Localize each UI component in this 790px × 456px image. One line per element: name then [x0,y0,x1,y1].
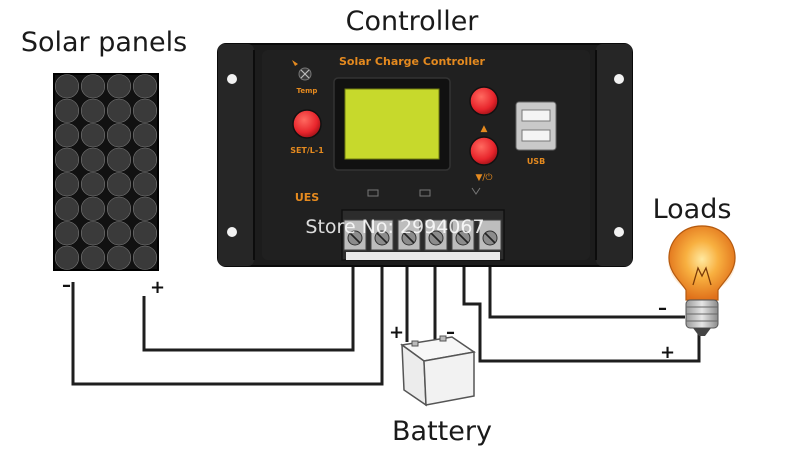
solar-cell [132,221,158,246]
loads-label: Loads [653,194,732,225]
wire-solar-positive [142,266,355,352]
solar-cell [132,245,158,270]
terminal-screw [424,219,448,251]
battery-plus-label: + [389,322,404,343]
solar-cell [80,172,106,197]
wire-load-negative [488,266,685,319]
battery-minus-label: – [446,322,455,343]
charge-controller: Solar Charge Controller Temp SET/L-1 ▲ ▼… [217,43,633,267]
solar-minus-label: – [62,275,71,296]
thermometer-icon [292,60,312,81]
terminal-screws [343,219,502,251]
wire-load-positive [462,266,701,363]
solar-cell [106,196,132,221]
solar-cell [80,196,106,221]
usb-port-icon [515,101,557,151]
solar-cell [54,98,80,123]
solar-cell [80,123,106,148]
light-bulb-icon [668,225,736,336]
lcd-screen [344,88,440,160]
controller-label: Controller [346,6,480,37]
up-button-label: ▲ [481,124,488,134]
up-button[interactable] [469,86,499,116]
terminal-symbols [367,187,481,197]
terminal-screw [451,219,475,251]
terminal-screw [370,219,394,251]
terminal-screw [478,219,502,251]
load-plus-label: + [660,342,675,363]
solar-cell [106,74,132,99]
solar-cell [80,74,106,99]
solar-cell [80,147,106,172]
store-watermark: Store No: 2994067 [305,216,484,238]
temp-label: Temp [297,87,318,95]
solar-cell [132,172,158,197]
solar-cell [106,221,132,246]
solar-cell [54,147,80,172]
battery-label: Battery [392,416,492,447]
set-button[interactable] [292,109,322,139]
set-button-label: SET/L-1 [290,146,324,155]
terminal-screw [397,219,421,251]
wiring [71,266,701,386]
solar-cell [80,221,106,246]
solar-cell [54,74,80,99]
controller-title: Solar Charge Controller [339,55,486,68]
load-minus-label: – [658,298,667,319]
terminal-block [341,209,505,261]
solar-cell [54,196,80,221]
solar-cell [132,98,158,123]
solar-cells [54,74,158,270]
solar-cell [54,221,80,246]
solar-cell [54,245,80,270]
mount-hole [614,74,624,84]
solar-panels-label: Solar panels [21,27,187,58]
solar-cell [106,245,132,270]
solar-cell [132,147,158,172]
mount-hole [614,227,624,237]
solar-cell [106,123,132,148]
brand-label: UES [295,191,319,204]
solar-cell [106,172,132,197]
solar-cell [106,147,132,172]
solar-cell [132,74,158,99]
solar-cell [106,98,132,123]
battery-icon [400,335,476,407]
usb-label: USB [527,157,545,166]
mount-hole [227,74,237,84]
solar-cell [54,172,80,197]
solar-cell [132,196,158,221]
down-power-button-label: ▼/⏻ [475,172,492,183]
solar-plus-label: + [150,277,165,298]
down-power-button[interactable] [469,136,499,166]
mount-hole [227,227,237,237]
solar-cell [80,245,106,270]
terminal-screw [343,219,367,251]
solar-cell [80,98,106,123]
wire-solar-negative [71,266,384,386]
solar-panel-icon [53,73,159,271]
solar-cell [54,123,80,148]
solar-cell [132,123,158,148]
